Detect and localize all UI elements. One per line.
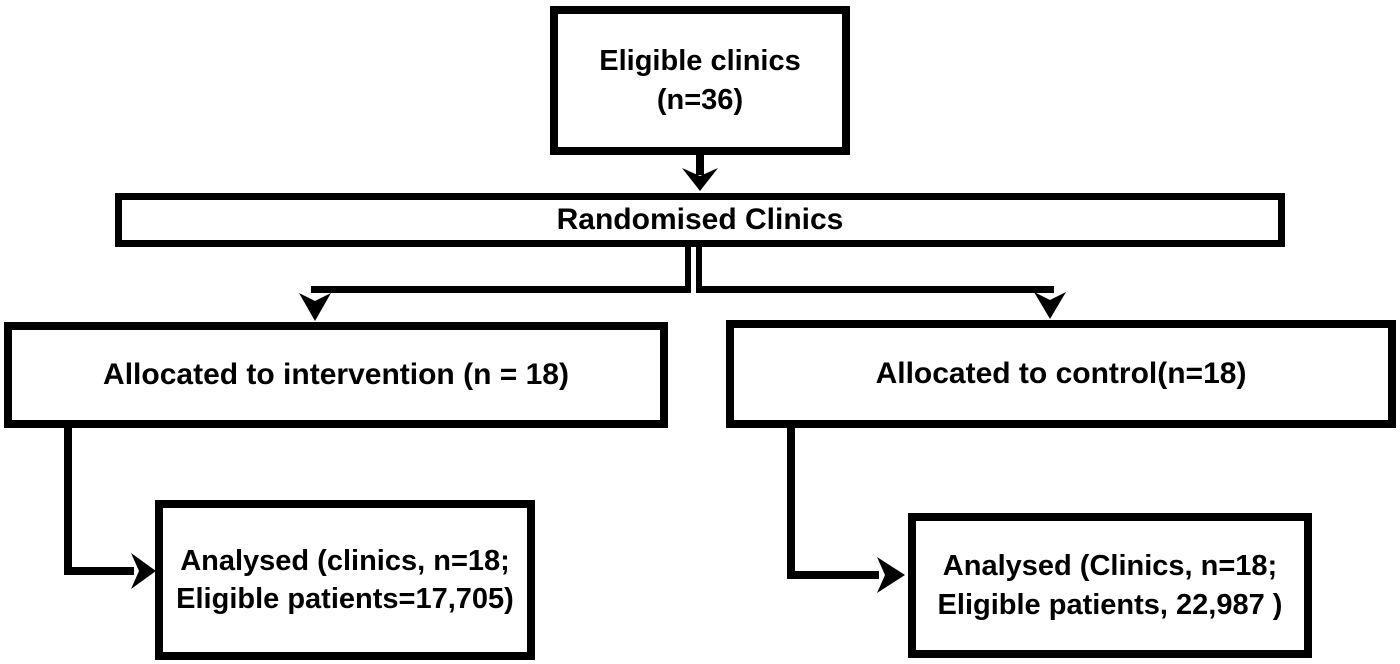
connector-randomised-split: [299, 245, 1066, 321]
connector-stem-right: [696, 245, 702, 293]
arrowhead-right-icon: [131, 553, 156, 589]
connector-arm: [787, 571, 879, 579]
connector-eligible-to-randomised: [682, 153, 718, 191]
connector-stem: [64, 428, 72, 575]
connector-stem-left: [685, 245, 691, 293]
connector-stem: [787, 428, 795, 579]
connector-arm-left: [311, 286, 691, 293]
analysed-intervention-line1: Analysed (clinics, n=18;: [180, 544, 510, 577]
connector-arm-right: [696, 286, 1054, 293]
connector-arm: [64, 567, 134, 575]
randomised-clinics-box: Randomised Clinics: [115, 193, 1285, 247]
eligible-clinics-count: (n=36): [656, 83, 744, 116]
analysed-control-line1: Analysed (Clinics, n=18;: [942, 550, 1278, 583]
connector-intervention-to-analysed: [64, 428, 156, 589]
allocated-intervention-box: Allocated to intervention (n = 18): [4, 322, 668, 428]
connector-stem: [696, 153, 704, 175]
arrowhead-down-icon: [299, 293, 331, 321]
eligible-clinics-label: Eligible clinics: [599, 45, 801, 78]
allocated-control-box: Allocated to control(n=18): [726, 320, 1396, 428]
analysed-intervention-line2: Eligible patients=17,705): [176, 583, 514, 615]
arrowhead-down-icon: [682, 168, 718, 191]
analysed-control-box: Analysed (Clinics, n=18; Eligible patien…: [908, 513, 1312, 658]
connector-control-to-analysed: [787, 428, 905, 593]
allocated-control-label: Allocated to control(n=18): [875, 357, 1247, 391]
randomised-clinics-label: Randomised Clinics: [556, 203, 844, 237]
analysed-control-line2: Eligible patients, 22,987 ): [937, 588, 1283, 621]
analysed-intervention-box: Analysed (clinics, n=18; Eligible patien…: [155, 500, 535, 660]
arrowhead-down-icon: [1034, 292, 1066, 319]
eligible-clinics-box: Eligible clinics (n=36): [550, 6, 850, 155]
arrowhead-right-icon: [877, 557, 905, 593]
allocated-intervention-label: Allocated to intervention (n = 18): [103, 358, 569, 392]
